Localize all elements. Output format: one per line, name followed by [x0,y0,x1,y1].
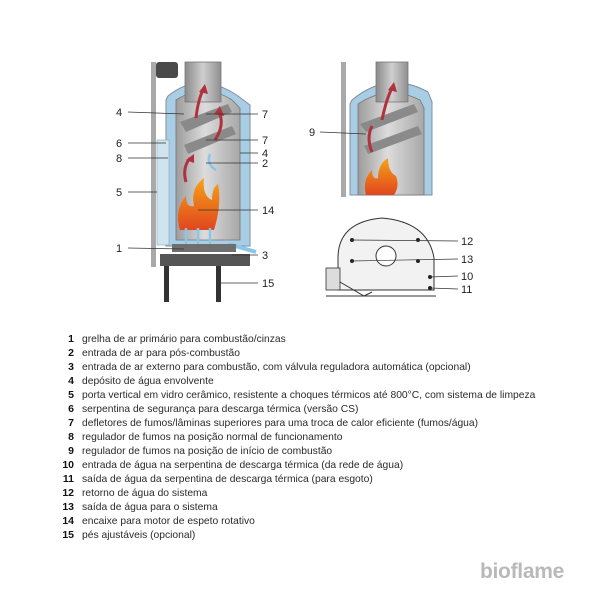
legend-text: regulador de fumos na posição de início … [82,446,332,457]
legend-number: 5 [56,389,74,401]
plan-flue-opening [376,246,396,266]
legend-number: 13 [56,501,74,513]
legend-item: 1 grelha de ar primário para combustão/ci… [56,332,286,346]
fireplace-diagram: 4 6 8 5 1 7 7 4 2 14 3 15 9 [0,0,600,330]
legend-number: 7 [56,417,74,429]
legend-item: 14 encaixe para motor de espeto rotativo [56,514,255,528]
bioflame-logo: bioflame [480,560,590,584]
legend-text: retorno de água do sistema [82,488,207,499]
callout-13: 13 [461,254,473,266]
callout-9: 9 [309,127,315,139]
legend-item: 9 regulador de fumos na posição de início… [56,444,332,458]
callout-5: 5 [116,187,122,199]
legend-text: pés ajustáveis (opcional) [82,530,195,541]
legend-text: entrada de ar para pós-combustão [82,348,240,359]
legend-item: 11 saída de água da serpentina de descarg… [56,472,373,486]
legend-item: 6 serpentina de segurança para descarga t… [56,402,358,416]
plan-view: 12 13 10 11 [326,218,473,296]
flue-pipe [185,62,221,102]
detail-view: 9 [309,62,432,197]
legend-text: regulador de fumos na posição normal de … [82,432,342,443]
legend-number: 10 [56,459,74,471]
frame-post [341,62,346,197]
legend-number: 1 [56,333,74,345]
legend-text: grelha de ar primário para combustão/cin… [82,334,286,345]
legend-number: 14 [56,515,74,527]
glass-door [157,140,169,245]
callout-8: 8 [116,153,122,165]
legend-item: 10 entrada de água na serpentina de desca… [56,458,403,472]
legend-number: 4 [56,375,74,387]
callout-1: 1 [116,243,122,255]
legend-item: 4 depósito de água envolvente [56,374,214,388]
callout-3: 3 [262,250,268,262]
legend-item: 8 regulador de fumos na posição normal de… [56,430,342,444]
legend-item: 2 entrada de ar para pós-combustão [56,346,240,360]
legend-item: 3 entrada de ar externo para combustão, c… [56,360,471,374]
legend-item: 5 porta vertical em vidro cerâmico, resis… [56,388,535,402]
legend-text: depósito de água envolvente [82,376,214,387]
chimney-cap [156,62,178,78]
legend-text: entrada de água na serpentina de descarg… [82,460,403,471]
legend-item: 15 pés ajustáveis (opcional) [56,528,195,542]
base [160,254,250,266]
callout-6: 6 [116,138,122,150]
callout-7-upper: 7 [262,109,268,121]
legend-text: encaixe para motor de espeto rotativo [82,516,255,527]
legend-number: 12 [56,487,74,499]
flue-pipe [376,62,408,102]
callout-12: 12 [461,236,473,248]
legend-text: porta vertical em vidro cerâmico, resist… [82,390,535,401]
callout-2: 2 [262,158,268,170]
legend-text: saída de água para o sistema [82,502,218,513]
legend-number: 15 [56,529,74,541]
leg-left [164,266,169,302]
frame-post [151,62,156,267]
legend-item: 12 retorno de água do sistema [56,486,207,500]
legend-number: 11 [56,473,74,485]
callout-7-lower: 7 [262,135,268,147]
legend-number: 2 [56,347,74,359]
plan-connector [416,238,420,242]
legend-number: 6 [56,403,74,415]
callout-4-left: 4 [116,107,122,119]
legend-number: 9 [56,445,74,457]
legend-text: serpentina de segurança para descarga té… [82,404,358,415]
legend-number: 8 [56,431,74,443]
legend-text: entrada de ar externo para combustão, co… [82,362,471,373]
leg-right [216,266,221,302]
legend-number: 3 [56,361,74,373]
legend-text: defletores de fumos/lâminas superiores p… [82,418,478,429]
legend-text: saída de água da serpentina de descarga … [82,474,373,485]
legend-item: 7 defletores de fumos/lâminas superiores … [56,416,478,430]
callout-11: 11 [461,284,472,296]
callout-15: 15 [262,278,274,290]
ash-grate [172,244,236,252]
main-section-view: 4 6 8 5 1 7 7 4 2 14 3 15 [116,62,274,302]
callout-14: 14 [262,205,274,217]
plan-door-frame [326,268,340,290]
callout-10: 10 [461,271,473,283]
legend-item: 13 saída de água para o sistema [56,500,218,514]
